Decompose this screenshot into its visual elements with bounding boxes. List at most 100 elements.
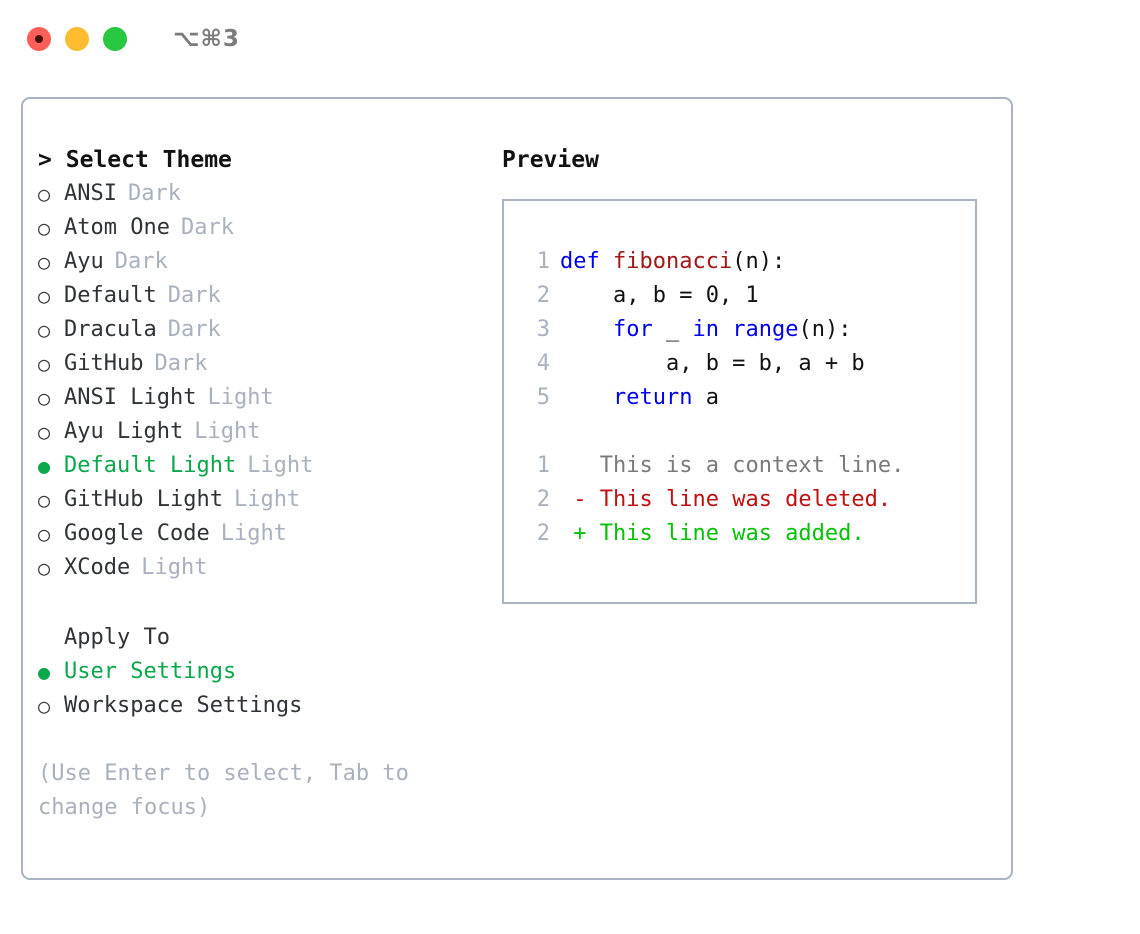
line-number: 2 — [536, 487, 550, 512]
diff-sign: + — [560, 521, 600, 546]
apply-option-user-settings[interactable]: ●User Settings — [38, 655, 488, 689]
apply-option-label: Workspace Settings — [64, 693, 303, 718]
keyboard-hint: (Use Enter to select, Tab to change focu… — [38, 761, 409, 820]
code-token: (n): — [732, 249, 786, 274]
theme-option-ayu-light[interactable]: ○ Ayu Light Light — [38, 415, 488, 449]
select-theme-heading: > Select Theme — [38, 143, 488, 177]
code-token: for — [612, 317, 653, 342]
theme-option-label: Default — [64, 283, 157, 308]
close-button[interactable] — [27, 27, 51, 51]
line-number: 2 — [536, 283, 550, 308]
spacer — [38, 585, 488, 621]
diff-text: This line was deleted. — [599, 487, 892, 512]
code-token: return — [612, 385, 693, 410]
diff-line: 2 + This line was added. — [522, 517, 967, 551]
apply-option-workspace-settings[interactable]: ○Workspace Settings — [38, 689, 488, 723]
theme-option-ayu[interactable]: ○ Ayu Dark — [38, 245, 488, 279]
caret-icon: > — [38, 147, 52, 173]
theme-option-label: Ayu Light — [64, 419, 184, 444]
code-token: a — [692, 385, 719, 410]
code-token — [560, 385, 613, 410]
code-token: (n): — [798, 317, 852, 342]
code-line: 5 return a — [522, 381, 967, 415]
theme-option-dracula[interactable]: ○ Dracula Dark — [38, 313, 488, 347]
code-line: 1 def fibonacci(n): — [522, 245, 967, 279]
maximize-button[interactable] — [103, 27, 127, 51]
apply-to-list: ●User Settings○Workspace Settings — [38, 655, 488, 723]
code-token: in range — [692, 317, 799, 342]
diff-text: This line was added. — [599, 521, 865, 546]
line-number: 1 — [536, 249, 550, 274]
preview-title: Preview — [502, 147, 599, 173]
line-number: 3 — [536, 317, 550, 342]
title-bar: ⌥⌘3 — [0, 0, 1140, 78]
diff-block: 1 This is a context line.2 - This line w… — [522, 449, 967, 551]
line-number: 1 — [536, 453, 550, 478]
traffic-lights — [27, 27, 127, 51]
radio-selected-icon: ● — [38, 454, 51, 478]
theme-option-label: Dracula — [64, 317, 157, 342]
theme-option-kind: Light — [233, 487, 301, 512]
theme-option-ansi-light[interactable]: ○ ANSI Light Light — [38, 381, 488, 415]
theme-option-label: GitHub Light — [64, 487, 223, 512]
theme-option-kind: Light — [207, 385, 274, 410]
theme-option-kind: Light — [220, 521, 287, 546]
radio-unselected-icon: ○ — [38, 352, 51, 376]
diff-text: This is a context line. — [599, 453, 905, 478]
select-theme-heading-label: Select Theme — [65, 147, 232, 173]
radio-unselected-icon: ○ — [38, 216, 51, 240]
theme-option-kind: Dark — [180, 215, 234, 240]
theme-option-kind: Dark — [114, 249, 168, 274]
code-token: a, b = b, a + b — [560, 351, 865, 376]
theme-option-label: ANSI Light — [64, 385, 197, 410]
line-number: 5 — [536, 385, 550, 410]
keyboard-shortcut-label: ⌥⌘3 — [173, 26, 240, 52]
line-number: 2 — [536, 521, 550, 546]
theme-option-default[interactable]: ○ Default Dark — [38, 279, 488, 313]
diff-line: 1 This is a context line. — [522, 449, 967, 483]
radio-unselected-icon: ○ — [38, 284, 51, 308]
apply-to-heading: Apply To — [64, 625, 170, 650]
radio-unselected-icon: ○ — [38, 488, 51, 512]
radio-unselected-icon: ○ — [38, 250, 51, 274]
theme-option-label: ANSI — [64, 181, 117, 206]
theme-option-label: Default Light — [64, 453, 237, 478]
code-line: 4 a, b = b, a + b — [522, 347, 967, 381]
radio-unselected-icon: ○ — [38, 522, 51, 546]
theme-option-kind: Dark — [167, 283, 221, 308]
theme-option-kind: Dark — [167, 317, 221, 342]
theme-option-kind: Dark — [154, 351, 208, 376]
radio-unselected-icon: ○ — [38, 386, 51, 410]
spacer — [522, 415, 967, 449]
diff-sign — [560, 453, 600, 478]
radio-unselected-icon: ○ — [38, 182, 51, 206]
line-number: 4 — [536, 351, 550, 376]
theme-option-label: Ayu — [64, 249, 104, 274]
theme-option-kind: Light — [194, 419, 261, 444]
radio-unselected-icon: ○ — [38, 420, 51, 444]
code-token: fibonacci — [612, 249, 733, 274]
close-icon — [35, 35, 43, 43]
theme-option-label: XCode — [64, 555, 131, 580]
minimize-button[interactable] — [65, 27, 89, 51]
radio-unselected-icon: ○ — [38, 318, 51, 342]
radio-selected-icon: ● — [38, 660, 51, 684]
code-token: def — [560, 249, 613, 274]
theme-option-github-light[interactable]: ○ GitHub Light Light — [38, 483, 488, 517]
code-line: 2 a, b = 0, 1 — [522, 279, 967, 313]
code-token — [560, 317, 613, 342]
